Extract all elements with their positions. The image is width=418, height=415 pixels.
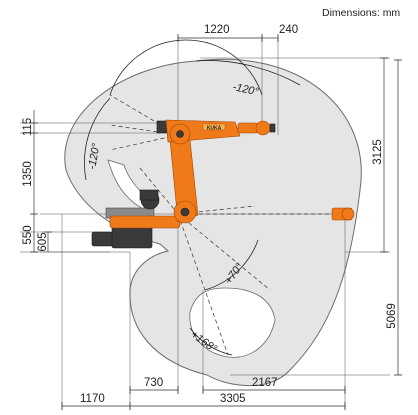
angle-arc-left bbox=[84, 97, 111, 181]
a5-limit-line-upper bbox=[109, 94, 179, 136]
robot-elbow-hub bbox=[176, 130, 184, 138]
robot-counterweight bbox=[139, 189, 159, 201]
robot-base-plate bbox=[111, 225, 153, 249]
robot-wrist bbox=[237, 122, 259, 134]
robot-base-motor bbox=[91, 231, 115, 247]
robot-nameplate-text: KUKA bbox=[207, 125, 222, 131]
robot-flange bbox=[255, 120, 271, 136]
dim-label-3305: 3305 bbox=[220, 393, 246, 405]
a5-zero-line bbox=[109, 124, 179, 136]
robot-tool-mount bbox=[269, 123, 276, 133]
envelope-lower-cutout bbox=[189, 287, 276, 358]
dim-label-2167: 2167 bbox=[252, 377, 278, 389]
robot-wrist-extended bbox=[331, 207, 355, 221]
robot-axis3-motor bbox=[156, 120, 168, 134]
dim-label-605: 605 bbox=[37, 232, 49, 251]
units-label: Dimensions: mm bbox=[322, 7, 400, 19]
robot-shoulder-hub bbox=[180, 207, 190, 217]
a2-radial-line bbox=[177, 213, 229, 356]
robot-nameplate bbox=[202, 123, 226, 131]
angle-label-a5-lower: -120° bbox=[86, 142, 103, 171]
robot-illustration: KUKA bbox=[91, 119, 276, 249]
robot-carousel bbox=[109, 215, 181, 229]
dim-label-115: 115 bbox=[22, 118, 34, 136]
a3-radial-line bbox=[177, 213, 271, 291]
envelope-top-arc bbox=[195, 60, 301, 86]
dim-label-1220: 1220 bbox=[204, 24, 230, 36]
a5-limit-line-lower bbox=[109, 134, 179, 151]
dim-label-240: 240 bbox=[279, 24, 298, 36]
robot-wrist-extended-flange bbox=[341, 207, 355, 221]
angle-arc-plus70 bbox=[204, 239, 259, 291]
a2-zero-line bbox=[139, 167, 179, 215]
dim-label-550: 550 bbox=[22, 225, 34, 244]
work-envelope-region bbox=[64, 58, 362, 387]
angle-arc-upper bbox=[109, 39, 263, 96]
dimension-ticks bbox=[30, 34, 402, 410]
dim-label-1350: 1350 bbox=[22, 161, 34, 187]
dim-label-730: 730 bbox=[144, 377, 163, 389]
a3-zero-line bbox=[177, 205, 256, 215]
angle-arc-plus168 bbox=[189, 327, 233, 356]
dim-label-5069: 5069 bbox=[386, 303, 398, 329]
dim-label-3125: 3125 bbox=[372, 139, 384, 165]
dim-label-1170: 1170 bbox=[80, 393, 105, 405]
angle-label-a5-upper: -120° bbox=[231, 81, 260, 98]
